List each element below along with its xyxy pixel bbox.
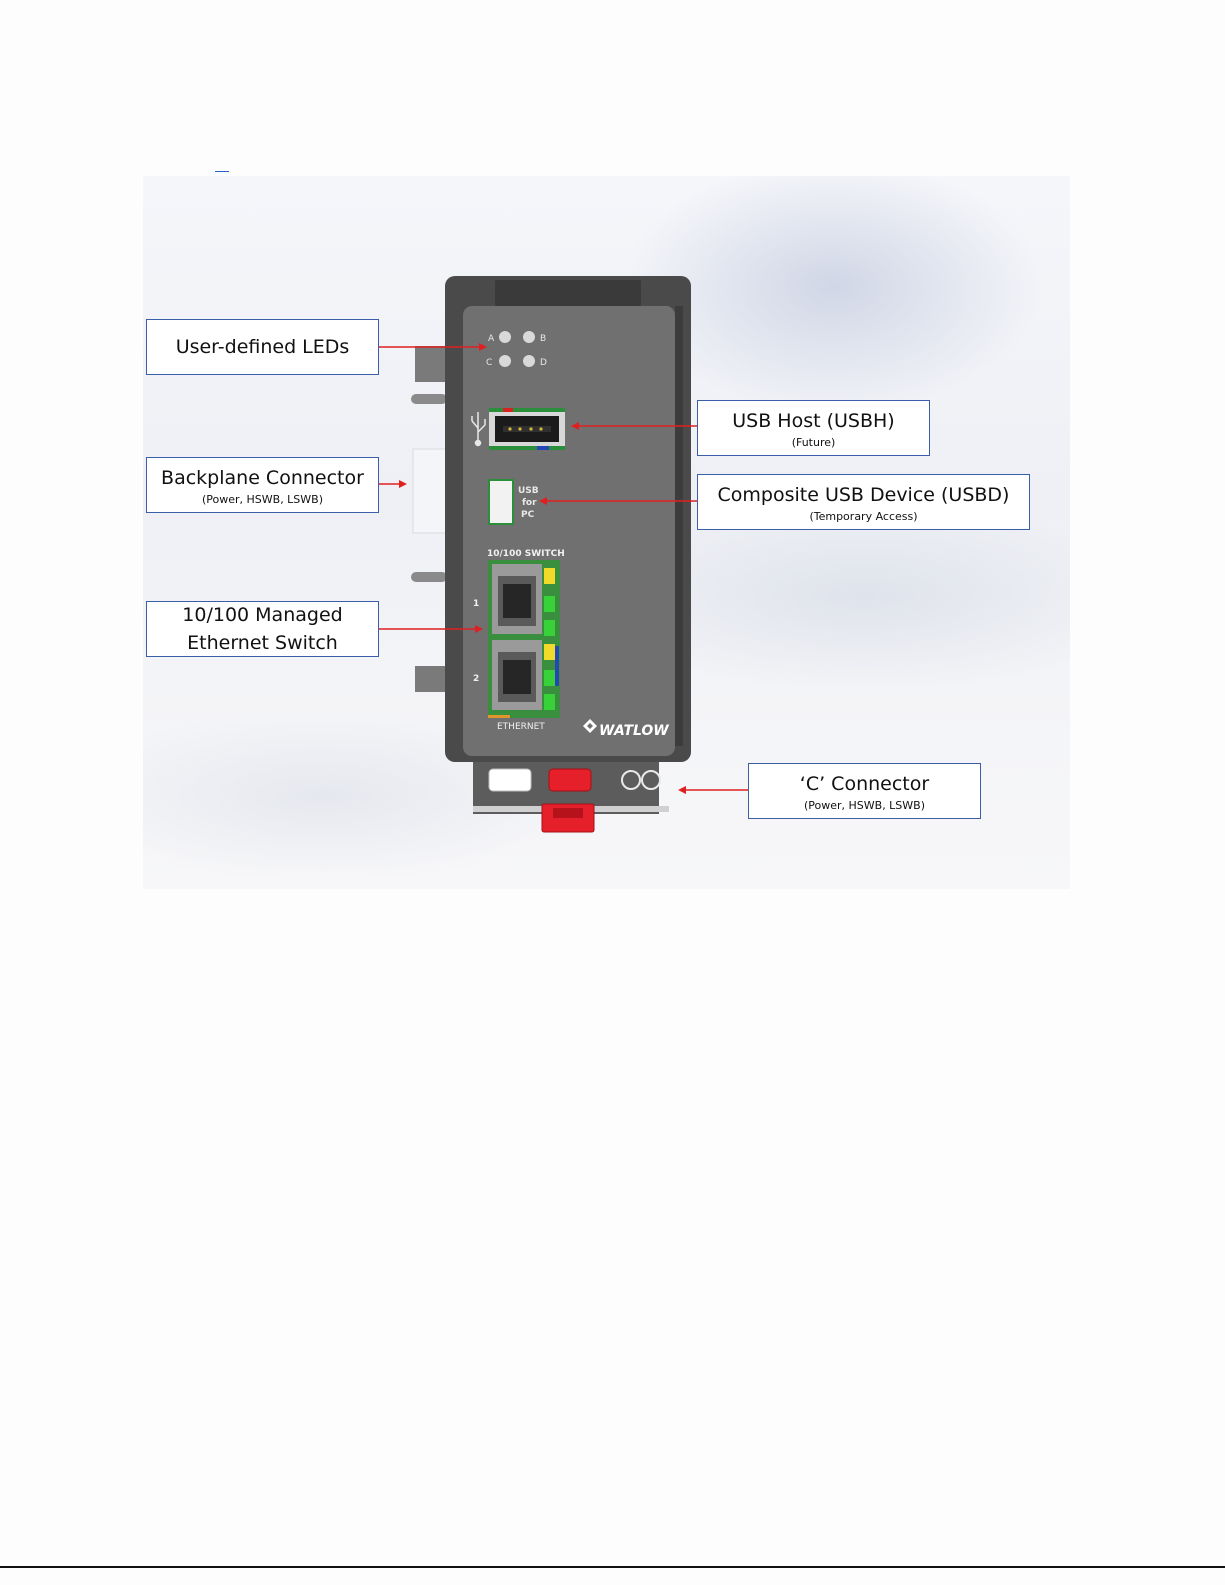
ethernet-label: ETHERNET <box>497 722 545 732</box>
callout-usb-host: USB Host (USBH) (Future) <box>697 400 930 456</box>
link-led-2 <box>544 644 555 660</box>
footer-rule <box>0 1566 1225 1568</box>
led-c <box>499 355 511 367</box>
port-number-2: 2 <box>473 674 479 684</box>
side-clip <box>415 346 447 382</box>
led-a <box>499 331 511 343</box>
act-led-1 <box>544 596 555 612</box>
callout-title: ‘C’ Connector <box>800 770 929 798</box>
din-latch-slot <box>553 808 583 818</box>
port-number-1: 1 <box>473 599 479 609</box>
usb-pc-label-1: USB <box>518 486 539 496</box>
callout-subtitle: (Future) <box>792 436 836 450</box>
brand-logo-text: WATLOW <box>599 723 669 739</box>
c-connector-socket <box>489 769 531 791</box>
callout-title-line2: Ethernet Switch <box>187 629 338 657</box>
callout-title: User-defined LEDs <box>176 333 350 361</box>
callout-c-connector: ‘C’ Connector (Power, HSWB, LSWB) <box>748 763 981 819</box>
callout-subtitle: (Temporary Access) <box>809 510 917 524</box>
led-label-a: A <box>488 334 495 344</box>
callout-composite-usb-device: Composite USB Device (USBD) (Temporary A… <box>697 474 1030 530</box>
usb-pc-label-2: for <box>522 498 537 508</box>
side-clip <box>415 666 447 692</box>
housing-top-vent <box>495 280 641 306</box>
callout-title-line1: 10/100 Managed <box>182 601 342 629</box>
speed-led-2 <box>544 694 555 710</box>
page-mark <box>215 171 229 172</box>
callout-subtitle: (Power, HSWB, LSWB) <box>202 493 323 507</box>
led-d <box>523 355 535 367</box>
callout-subtitle: (Power, HSWB, LSWB) <box>804 799 925 813</box>
arrow-backplane-head <box>399 480 407 488</box>
callout-user-defined-leds: User-defined LEDs <box>146 319 379 375</box>
link-led-1 <box>544 568 555 584</box>
c-connector-latch <box>549 769 591 791</box>
backplane-connector <box>413 449 447 533</box>
usb-pc-label-3: PC <box>521 510 535 520</box>
led-label-b: B <box>540 334 546 344</box>
act-led-2 <box>544 670 555 686</box>
callout-managed-ethernet-switch: 10/100 Managed Ethernet Switch <box>146 601 379 657</box>
usb-device-port <box>489 480 513 524</box>
side-pin <box>411 394 447 404</box>
switch-label: 10/100 SWITCH <box>487 549 565 559</box>
led-label-c: C <box>486 358 492 368</box>
housing-edge <box>675 306 683 746</box>
speed-led-1 <box>544 620 555 636</box>
led-label-d: D <box>540 358 547 368</box>
callout-title: Composite USB Device (USBD) <box>718 481 1010 509</box>
device-figure: A B C D USB for PC 10/ <box>143 176 1070 889</box>
side-pin <box>411 572 447 582</box>
led-b <box>523 331 535 343</box>
callout-title: Backplane Connector <box>161 464 364 492</box>
callout-backplane-connector: Backplane Connector (Power, HSWB, LSWB) <box>146 457 379 513</box>
callout-title: USB Host (USBH) <box>732 407 894 435</box>
arrow-c-connector-head <box>678 786 686 794</box>
